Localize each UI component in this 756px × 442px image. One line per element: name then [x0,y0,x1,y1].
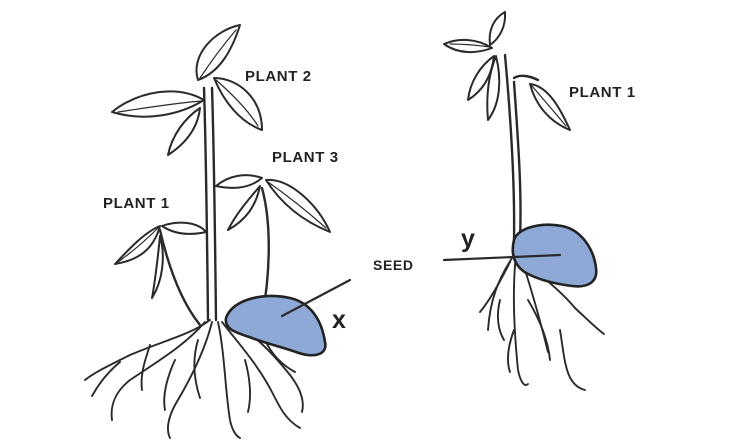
label-x: x [332,306,346,334]
pointer-line-x [280,278,352,318]
label-left-plant-2: PLANT 2 [245,68,312,85]
pointer-line-y [442,253,562,262]
left-plant-1 [114,221,207,327]
right-roots [479,254,605,391]
label-right-plant-1: PLANT 1 [569,84,636,101]
label-left-plant-3: PLANT 3 [272,149,339,166]
label-left-plant-1: PLANT 1 [103,195,170,212]
left-seedling [84,24,331,439]
label-seed: SEED [373,257,414,273]
left-plant-3 [215,174,331,320]
left-plant-2 [111,24,263,322]
label-y: y [461,225,475,253]
right-seedling [443,11,605,391]
right-plant-1 [443,11,571,242]
left-seed-shape [224,294,327,357]
